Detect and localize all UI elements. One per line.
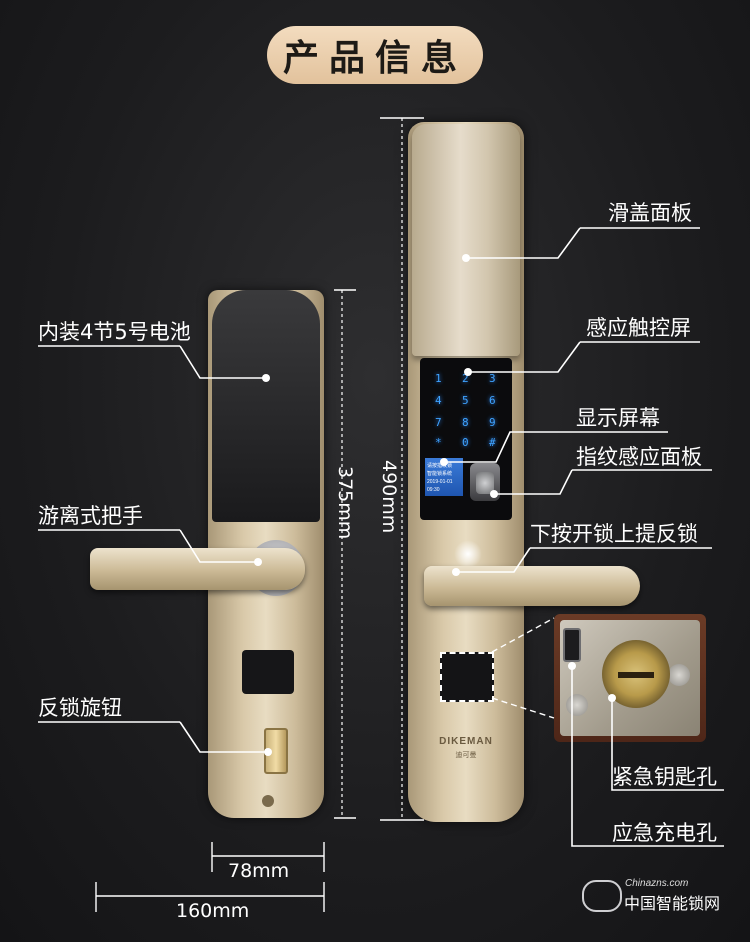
display-line: 2019-01-01 09:30 bbox=[427, 479, 453, 493]
keypad-key: * bbox=[435, 436, 442, 449]
inner-screw bbox=[262, 795, 274, 807]
dim-total-width: 160mm bbox=[176, 900, 250, 922]
usb-port-icon bbox=[563, 628, 581, 662]
keypad-key: 0 bbox=[462, 436, 469, 449]
inner-window bbox=[242, 650, 294, 694]
brand-subname: 迪可曼 bbox=[455, 752, 477, 759]
keypad-key: 6 bbox=[489, 394, 496, 407]
fingerprint-icon bbox=[476, 472, 494, 494]
dim-inner-height: 375mm bbox=[334, 466, 356, 540]
keypad-key: 7 bbox=[435, 416, 442, 429]
screw-icon bbox=[668, 664, 690, 686]
label-slide-cover: 滑盖面板 bbox=[608, 201, 692, 225]
slide-cover-panel bbox=[412, 124, 520, 356]
label-knob: 反锁旋钮 bbox=[38, 696, 122, 720]
watermark-site: Chinazns.com bbox=[625, 878, 689, 889]
keypad-key: 3 bbox=[489, 372, 496, 385]
label-battery: 内装4节5号电池 bbox=[38, 320, 191, 344]
keypad-key: 1 bbox=[435, 372, 442, 385]
keypad-key: 5 bbox=[462, 394, 469, 407]
brand-logo: DIKEMAN bbox=[439, 736, 493, 747]
label-handle-action: 下按开锁上提反锁 bbox=[530, 522, 698, 546]
cloud-icon bbox=[582, 880, 622, 912]
label-key-hole: 紧急钥匙孔 bbox=[612, 765, 717, 789]
label-fingerprint: 指纹感应面板 bbox=[576, 445, 702, 469]
dim-outer-height: 490mm bbox=[378, 460, 400, 534]
dim-inner-width: 78mm bbox=[228, 860, 290, 882]
display-line: 智能锁系统 bbox=[427, 471, 453, 477]
battery-cover bbox=[212, 290, 320, 522]
label-charge-hole: 应急充电孔 bbox=[612, 821, 717, 845]
keypad-key: 4 bbox=[435, 394, 442, 407]
keypad-key: 9 bbox=[489, 416, 496, 429]
keypad-key: # bbox=[489, 436, 496, 449]
key-slot bbox=[618, 672, 654, 678]
watermark-name: 中国智能锁网 bbox=[624, 894, 721, 913]
keypad-key: 8 bbox=[462, 416, 469, 429]
page-title: 产品信息 bbox=[267, 26, 483, 84]
display-line: 请按指纹锁 bbox=[427, 463, 453, 469]
label-display: 显示屏幕 bbox=[576, 406, 660, 430]
keypad-key: 2 bbox=[462, 372, 469, 385]
label-touch-screen: 感应触控屏 bbox=[586, 316, 691, 340]
label-handle: 游离式把手 bbox=[38, 504, 143, 528]
handle-glow bbox=[454, 540, 482, 568]
inner-handle bbox=[90, 548, 305, 590]
emergency-window bbox=[440, 652, 494, 702]
